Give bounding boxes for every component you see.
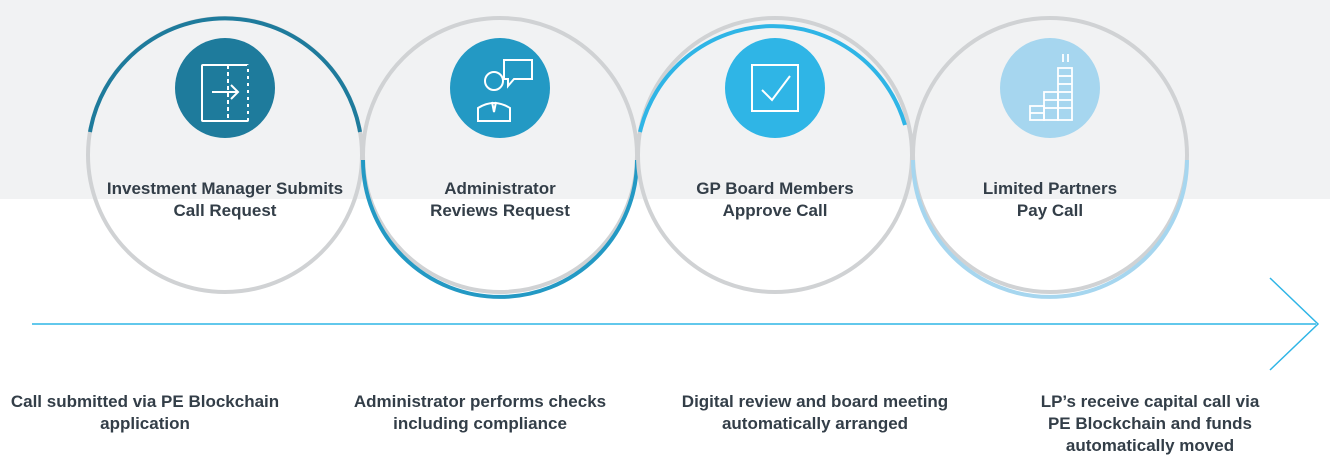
step-1-title: Investment Manager Submits Call Request [95,178,355,222]
step-2-title: Administrator Reviews Request [370,178,630,222]
step-4-description-line-3: automatically moved [1065,436,1235,455]
step-3-description-line-1: Digital review and board meeting [681,392,949,411]
step-3-title-line-2: Approve Call [722,201,828,220]
step-1-title-line-2: Call Request [173,201,277,220]
step-3-graphic [636,16,914,294]
step-2-title-line-1: Administrator [444,179,556,198]
step-2-description-line-1: Administrator performs checks [353,392,607,411]
step-2-ring-accent [361,159,639,299]
step-4-ring-accent [911,159,1189,299]
timeline-arrow [32,277,1320,371]
step-1-graphic [86,16,364,294]
step-1-description-line-1: Call submitted via PE Blockchain [10,392,280,411]
step-2-graphic [361,16,639,299]
step-2-description: Administrator performs checks including … [330,391,630,435]
step-2-title-line-2: Reviews Request [430,201,570,220]
checkbox-approve-icon [751,64,799,112]
step-4-title-line-2: Pay Call [1016,201,1084,220]
step-4-description-line-1: LP’s receive capital call via [1040,392,1260,411]
step-1-icon-disc [175,38,275,138]
step-1-ring-accent [88,16,362,133]
step-4-description: LP’s receive capital call via PE Blockch… [1000,391,1300,457]
administrator-speech-bubble-icon [477,59,533,122]
step-4-graphic [911,16,1189,299]
step-3-title-line-1: GP Board Members [696,179,854,198]
step-3-description-line-2: automatically arranged [721,414,909,433]
step-4-title: Limited Partners Pay Call [920,178,1180,222]
step-4-title-line-1: Limited Partners [982,179,1118,198]
step-3-icon-disc [725,38,825,138]
step-2-description-line-2: including compliance [393,414,567,433]
step-3-description: Digital review and board meeting automat… [665,391,965,435]
step-4-ring [911,16,1189,294]
step-3-title: GP Board Members Approve Call [645,178,905,222]
step-3-ring-accent [638,24,907,133]
building-coins-icon [1029,54,1073,121]
step-4-description-line-2: PE Blockchain and funds [1047,414,1253,433]
step-1-description-line-2: application [100,414,190,433]
timeline-arrowhead [1269,277,1320,371]
step-4-icon-disc [1000,38,1100,138]
step-1-title-line-1: Investment Manager Submits [106,179,344,198]
exit-door-arrow-icon [201,64,249,122]
step-1-description: Call submitted via PE Blockchain applica… [0,391,295,435]
